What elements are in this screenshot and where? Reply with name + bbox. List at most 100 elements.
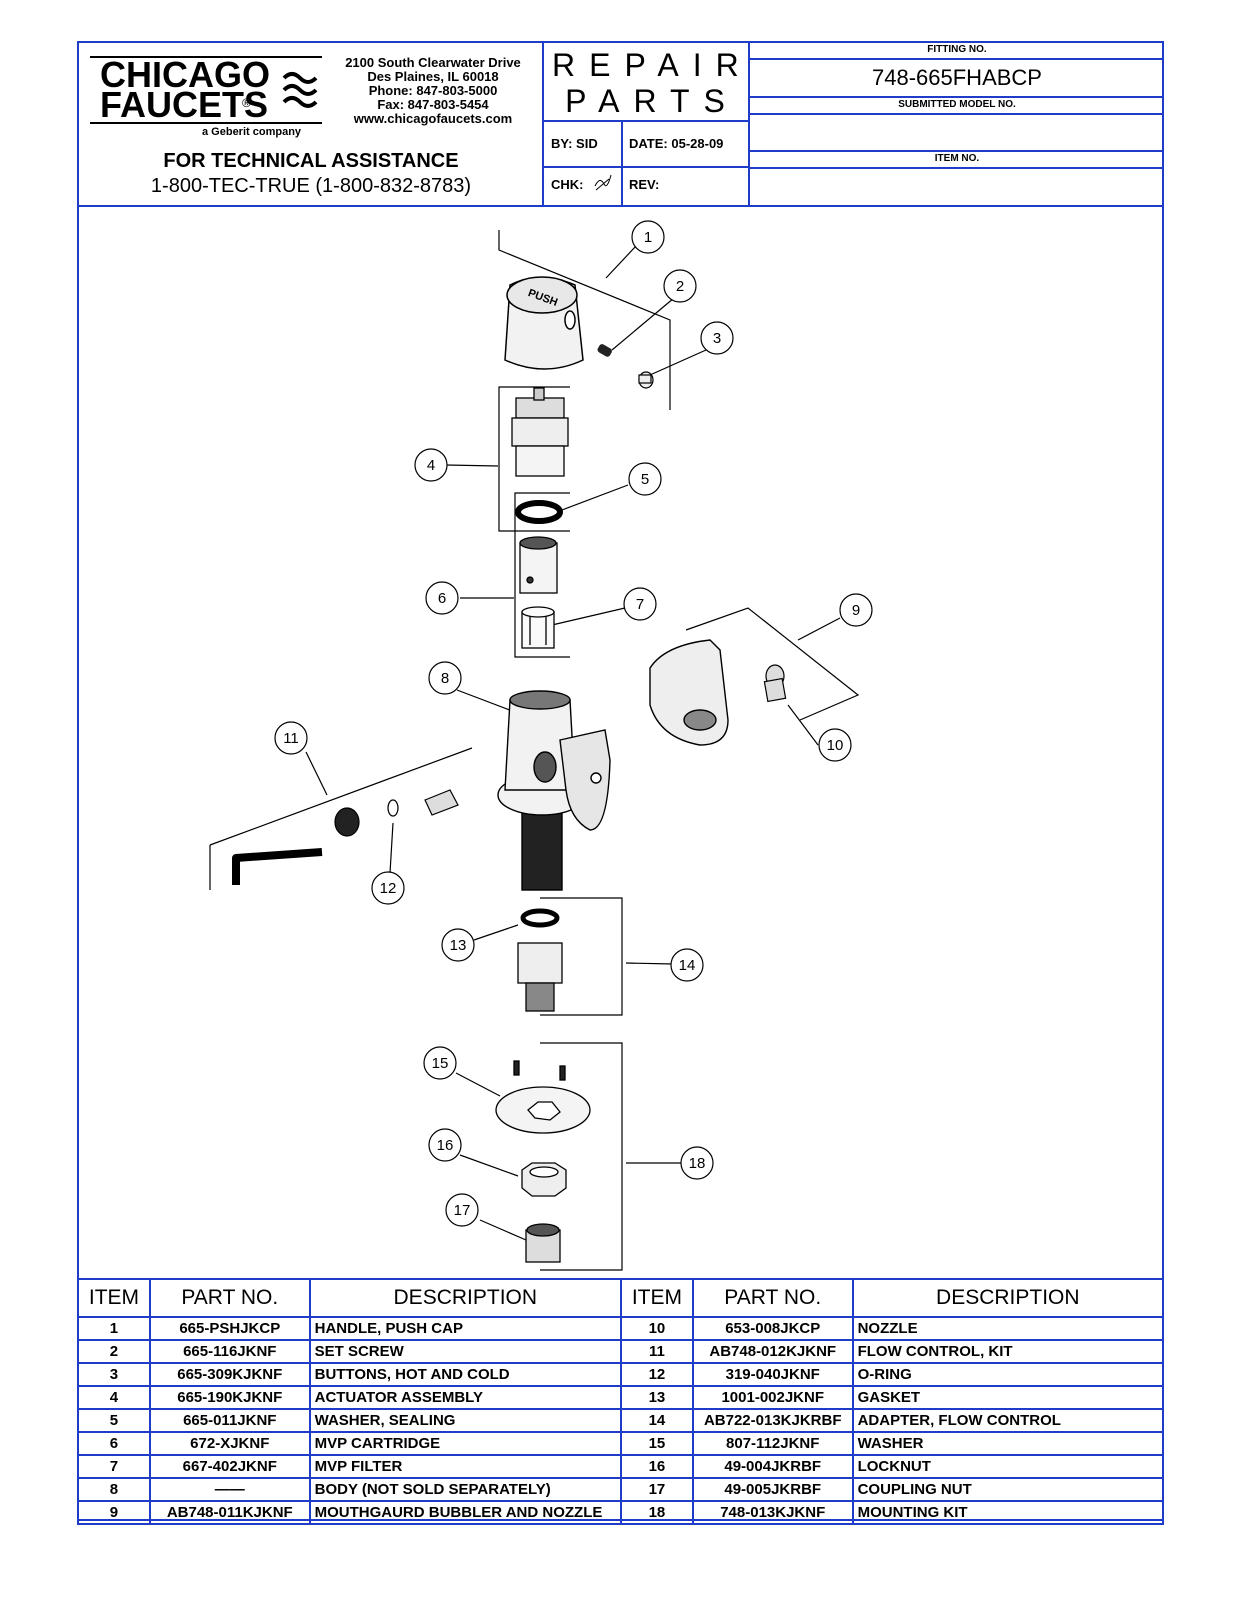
- item-cell: 3: [77, 1362, 151, 1387]
- part-no-cell: 49-004JKRBF: [691, 1454, 854, 1479]
- item-cell: 6: [77, 1431, 151, 1456]
- check-signature-icon: [594, 174, 612, 191]
- logo-tagline: a Geberit company: [202, 126, 302, 138]
- part-no-cell: 653-008JKCP: [691, 1316, 854, 1341]
- callout-circle-4: [414, 448, 448, 482]
- callout-17: 17: [454, 1202, 471, 1219]
- title-parts: PARTS: [565, 83, 739, 119]
- item-cell: 17: [619, 1477, 694, 1502]
- description-cell: ACTUATOR ASSEMBLY: [308, 1385, 622, 1410]
- item-cell: 16: [619, 1454, 694, 1479]
- description-cell: HANDLE, PUSH CAP: [308, 1316, 622, 1341]
- assist-title: FOR TECHNICAL ASSISTANCE: [163, 150, 459, 172]
- header-divider-2: [748, 41, 750, 206]
- address-line: 2100 South Clearwater Drive: [345, 55, 521, 70]
- part-no-cell: 665-116JKNF: [148, 1339, 311, 1364]
- part-no-cell: 665-PSHJKCP: [148, 1316, 311, 1341]
- description-cell: WASHER, SEALING: [308, 1408, 622, 1433]
- part-no-cell: 1001-002JKNF: [691, 1385, 854, 1410]
- bracket-4: [498, 386, 570, 532]
- nozzle-icon: [763, 664, 787, 703]
- callout-5: 5: [641, 471, 649, 488]
- callout-circle-14: [670, 948, 704, 982]
- address-block: 2100 South Clearwater Drive Des Plaines,…: [333, 56, 533, 126]
- item-cell: 14: [619, 1408, 694, 1433]
- fit-rule-4: [748, 150, 1164, 152]
- fit-rule-2: [748, 96, 1164, 98]
- chk-field: CHK:: [551, 177, 584, 192]
- item-label: ITEM NO.: [934, 153, 980, 164]
- registered-mark: ®: [242, 96, 251, 110]
- callout-4: 4: [427, 457, 435, 474]
- col-header-part-no: PART NO.: [691, 1278, 854, 1318]
- part-no-cell: 748-013KJKNF: [691, 1500, 854, 1525]
- header-divider-1: [542, 41, 544, 206]
- gasket-icon: [520, 908, 560, 928]
- description-cell: MOUNTING KIT: [851, 1500, 1165, 1525]
- sealing-washer-icon: [515, 500, 563, 524]
- part-no-cell: AB722-013KJKRBF: [691, 1408, 854, 1433]
- callout-3: 3: [713, 330, 721, 347]
- callout-8: 8: [441, 670, 449, 687]
- bracket-1: [498, 230, 671, 410]
- description-cell: SET SCREW: [308, 1339, 622, 1364]
- col-header-description: DESCRIPTION: [308, 1278, 622, 1318]
- callout-circle-8: [428, 661, 462, 695]
- part-no-cell: 319-040JKNF: [691, 1362, 854, 1387]
- callout-circle-1: [631, 220, 665, 254]
- callout-10: 10: [827, 737, 844, 754]
- callout-circle-2: [663, 269, 697, 303]
- callout-16: 16: [437, 1137, 454, 1154]
- item-cell: 12: [619, 1362, 694, 1387]
- set-screw-icon: [597, 344, 612, 357]
- description-cell: O-RING: [851, 1362, 1165, 1387]
- cartridge-icon: [519, 536, 558, 594]
- wave-logo-icon: [282, 72, 318, 108]
- header-bottom-rule: [77, 205, 1164, 207]
- item-cell: 5: [77, 1408, 151, 1433]
- rp-rule-1: [542, 120, 749, 122]
- bubbler-body-icon: [497, 690, 611, 891]
- item-cell: 7: [77, 1454, 151, 1479]
- callout-11: 11: [283, 730, 299, 747]
- bracket-18: [540, 1042, 623, 1271]
- rp-rule-2: [542, 166, 749, 168]
- part-no-cell: 49-005JKRBF: [691, 1477, 854, 1502]
- bracket-6: [514, 492, 570, 658]
- callout-circle-12: [371, 871, 405, 905]
- filter-icon: [521, 606, 555, 649]
- description-cell: WASHER: [851, 1431, 1165, 1456]
- rp-vdivider: [621, 120, 623, 206]
- callout-1: 1: [644, 229, 652, 246]
- mounting-washer-icon: [495, 1060, 591, 1134]
- logo-rule-bottom: [90, 122, 322, 124]
- button-icon: [638, 371, 654, 389]
- bracket-14: [540, 897, 623, 1016]
- logo-chicago: CHICAGO: [100, 54, 270, 95]
- callout-13: 13: [450, 937, 467, 954]
- description-cell: FLOW CONTROL, KIT: [851, 1339, 1165, 1364]
- callout-15: 15: [432, 1055, 449, 1072]
- part-no-cell: 665-011JKNF: [148, 1408, 311, 1433]
- description-cell: MVP CARTRIDGE: [308, 1431, 622, 1456]
- by-field: BY: SID: [551, 136, 598, 151]
- col-header-part-no: PART NO.: [148, 1278, 311, 1318]
- callout-circle-7: [623, 587, 657, 621]
- col-header-item: ITEM: [619, 1278, 694, 1318]
- part-no-cell: ——: [148, 1477, 311, 1502]
- callout-circle-16: [428, 1128, 462, 1162]
- callout-circle-10: [818, 728, 852, 762]
- description-cell: MOUTHGAURD BUBBLER AND NOZZLE: [308, 1500, 622, 1525]
- description-cell: BODY (NOT SOLD SEPARATELY): [308, 1477, 622, 1502]
- submitted-label: SUBMITTED MODEL NO.: [898, 99, 1016, 110]
- callout-circle-5: [628, 462, 662, 496]
- parts-table: ITEM PART NO. DESCRIPTION ITEM PART NO. …: [77, 1278, 1165, 1525]
- callout-7: 7: [636, 596, 644, 613]
